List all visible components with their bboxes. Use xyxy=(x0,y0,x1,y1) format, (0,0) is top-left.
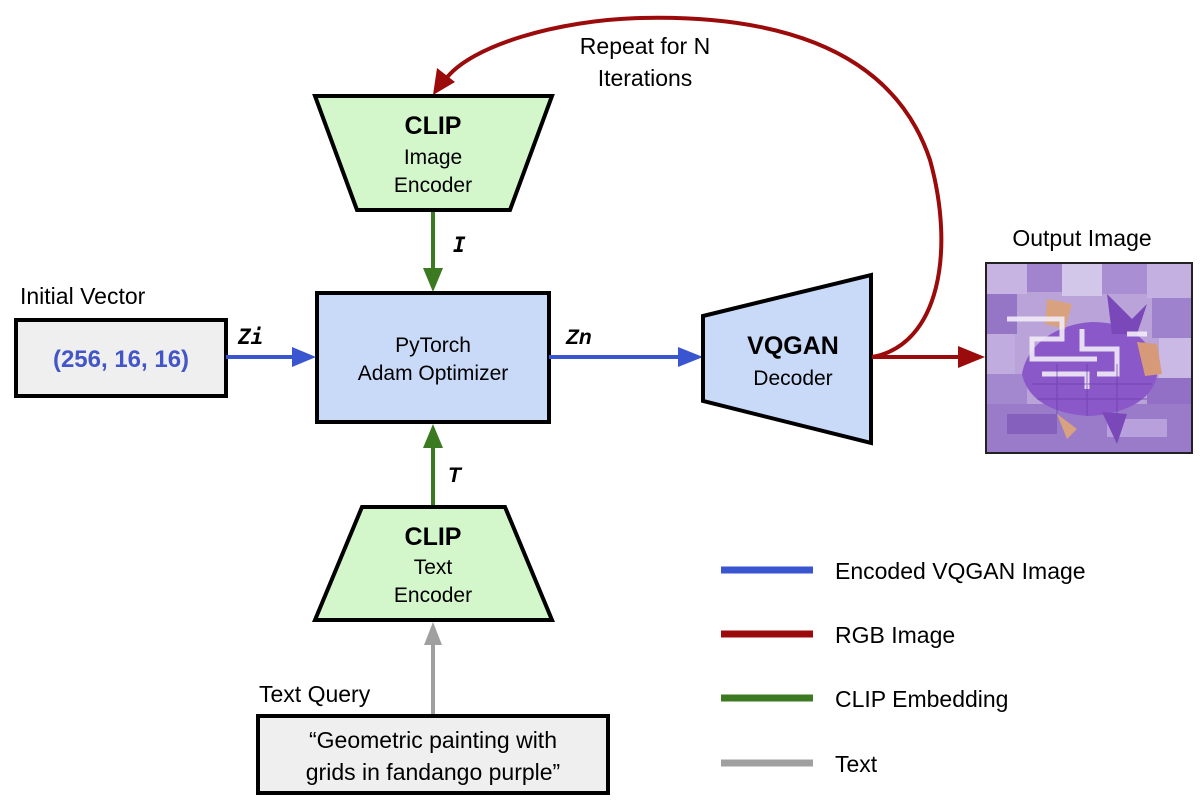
clip-text-encoder-shape xyxy=(312,505,555,622)
vqgan-title: VQGAN xyxy=(747,332,839,360)
latent-n-label: Zn xyxy=(565,326,592,349)
optimizer-line2: Adam Optimizer xyxy=(358,362,509,385)
clip-image-encoder-line1: Image xyxy=(404,146,462,169)
clip-text-encoder-line2: Encoder xyxy=(394,584,472,607)
legend-item: RGB Image xyxy=(721,622,955,648)
text-query-line1: “Geometric painting with xyxy=(309,727,557,753)
text-query-box xyxy=(256,714,610,795)
rgb-output-arrowhead xyxy=(958,346,985,368)
initial-latent-arrowhead xyxy=(292,347,316,367)
vqgan-subtitle: Decoder xyxy=(753,367,832,390)
legend-item: Text xyxy=(721,751,878,777)
clip-image-encoder-line2: Encoder xyxy=(394,174,472,197)
loop-arrow xyxy=(443,15,944,359)
clip-image-encoder-title: CLIP xyxy=(405,112,462,140)
loop-label-line2: Iterations xyxy=(598,65,693,91)
legend: Encoded VQGAN Image RGB Image CLIP Embed… xyxy=(721,558,1086,777)
clip-image-encoder-shape xyxy=(312,94,555,212)
output-image xyxy=(985,262,1193,454)
clip-text-encoder-title: CLIP xyxy=(405,523,462,551)
text-query-arrowhead xyxy=(424,622,442,645)
initial-latent-label: Zi xyxy=(237,325,263,349)
clip-text-encoder-line1: Text xyxy=(414,556,453,579)
output-caption: Output Image xyxy=(1012,225,1151,251)
initial-vector-box xyxy=(14,318,228,398)
legend-item: CLIP Embedding xyxy=(721,686,1008,712)
legend-label: Encoded VQGAN Image xyxy=(835,558,1086,584)
legend-label: CLIP Embedding xyxy=(835,686,1008,712)
optimizer-box xyxy=(315,291,551,424)
text-query-caption: Text Query xyxy=(259,681,371,707)
loop-arrowhead xyxy=(433,68,455,95)
initial-vector-value: (256, 16, 16) xyxy=(53,346,189,373)
latent-n-arrowhead xyxy=(678,347,703,367)
text-embedding-label: T xyxy=(448,464,463,487)
text-embedding-arrowhead xyxy=(423,424,443,448)
legend-item: Encoded VQGAN Image xyxy=(721,558,1086,584)
loop-label-line1: Repeat for N xyxy=(580,33,710,59)
optimizer-line1: PyTorch xyxy=(395,334,471,357)
legend-label: Text xyxy=(835,751,878,777)
text-query-line2: grids in fandango purple” xyxy=(306,759,560,785)
image-embedding-arrowhead xyxy=(423,268,443,292)
initial-vector-caption: Initial Vector xyxy=(20,283,146,309)
legend-label: RGB Image xyxy=(835,622,955,648)
vqgan-decoder-shape xyxy=(701,272,873,446)
image-embedding-label: I xyxy=(453,233,466,257)
output-painting xyxy=(987,264,1191,452)
